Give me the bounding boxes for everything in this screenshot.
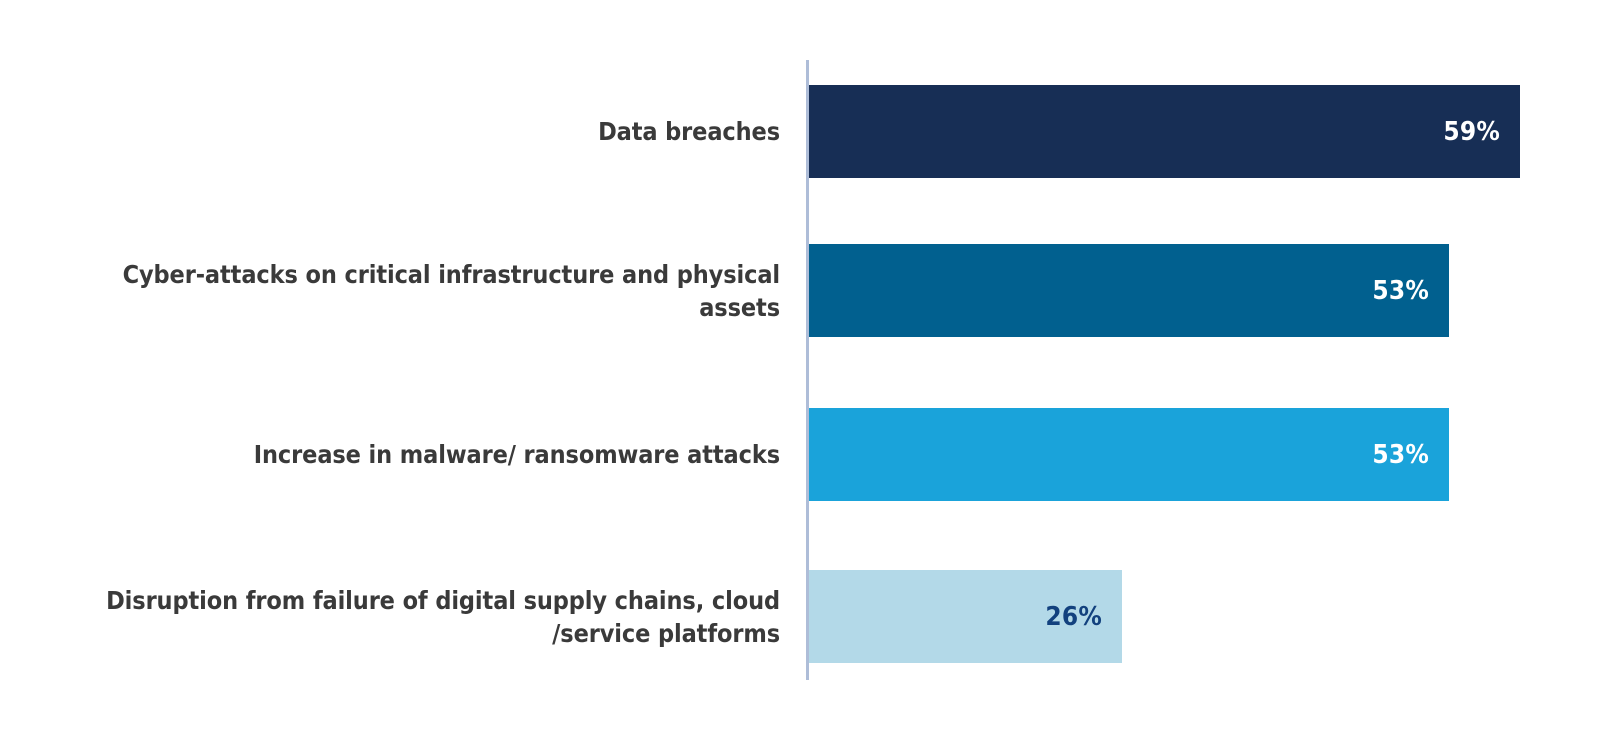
bar-track: 26%	[809, 570, 1529, 663]
bar-segment[interactable]: 53%	[809, 244, 1449, 337]
bar-segment[interactable]: 53%	[809, 408, 1449, 501]
bar-row: Data breaches 59%	[0, 85, 1600, 178]
bar-value-label: 53%	[1372, 275, 1429, 306]
bar-track: 53%	[809, 244, 1529, 337]
bar-value-label: 59%	[1443, 116, 1500, 147]
bar-value-label: 26%	[1045, 601, 1102, 632]
bar-row: Cyber-attacks on critical infrastructure…	[0, 244, 1600, 337]
category-label: Increase in malware/ ransomware attacks	[253, 440, 780, 469]
bar-segment[interactable]: 26%	[809, 570, 1122, 663]
bar-track: 53%	[809, 408, 1529, 501]
value-axis-line	[806, 60, 809, 680]
bar-segment[interactable]: 59%	[809, 85, 1520, 178]
bar-row: Increase in malware/ ransomware attacks …	[0, 408, 1600, 501]
category-label: Disruption from failure of digital suppl…	[106, 585, 780, 648]
bar-row: Disruption from failure of digital suppl…	[0, 570, 1600, 663]
bar-value-label: 53%	[1372, 439, 1429, 470]
category-label: Cyber-attacks on critical infrastructure…	[122, 259, 781, 322]
bar-track: 59%	[809, 85, 1529, 178]
category-label: Data breaches	[598, 117, 780, 146]
